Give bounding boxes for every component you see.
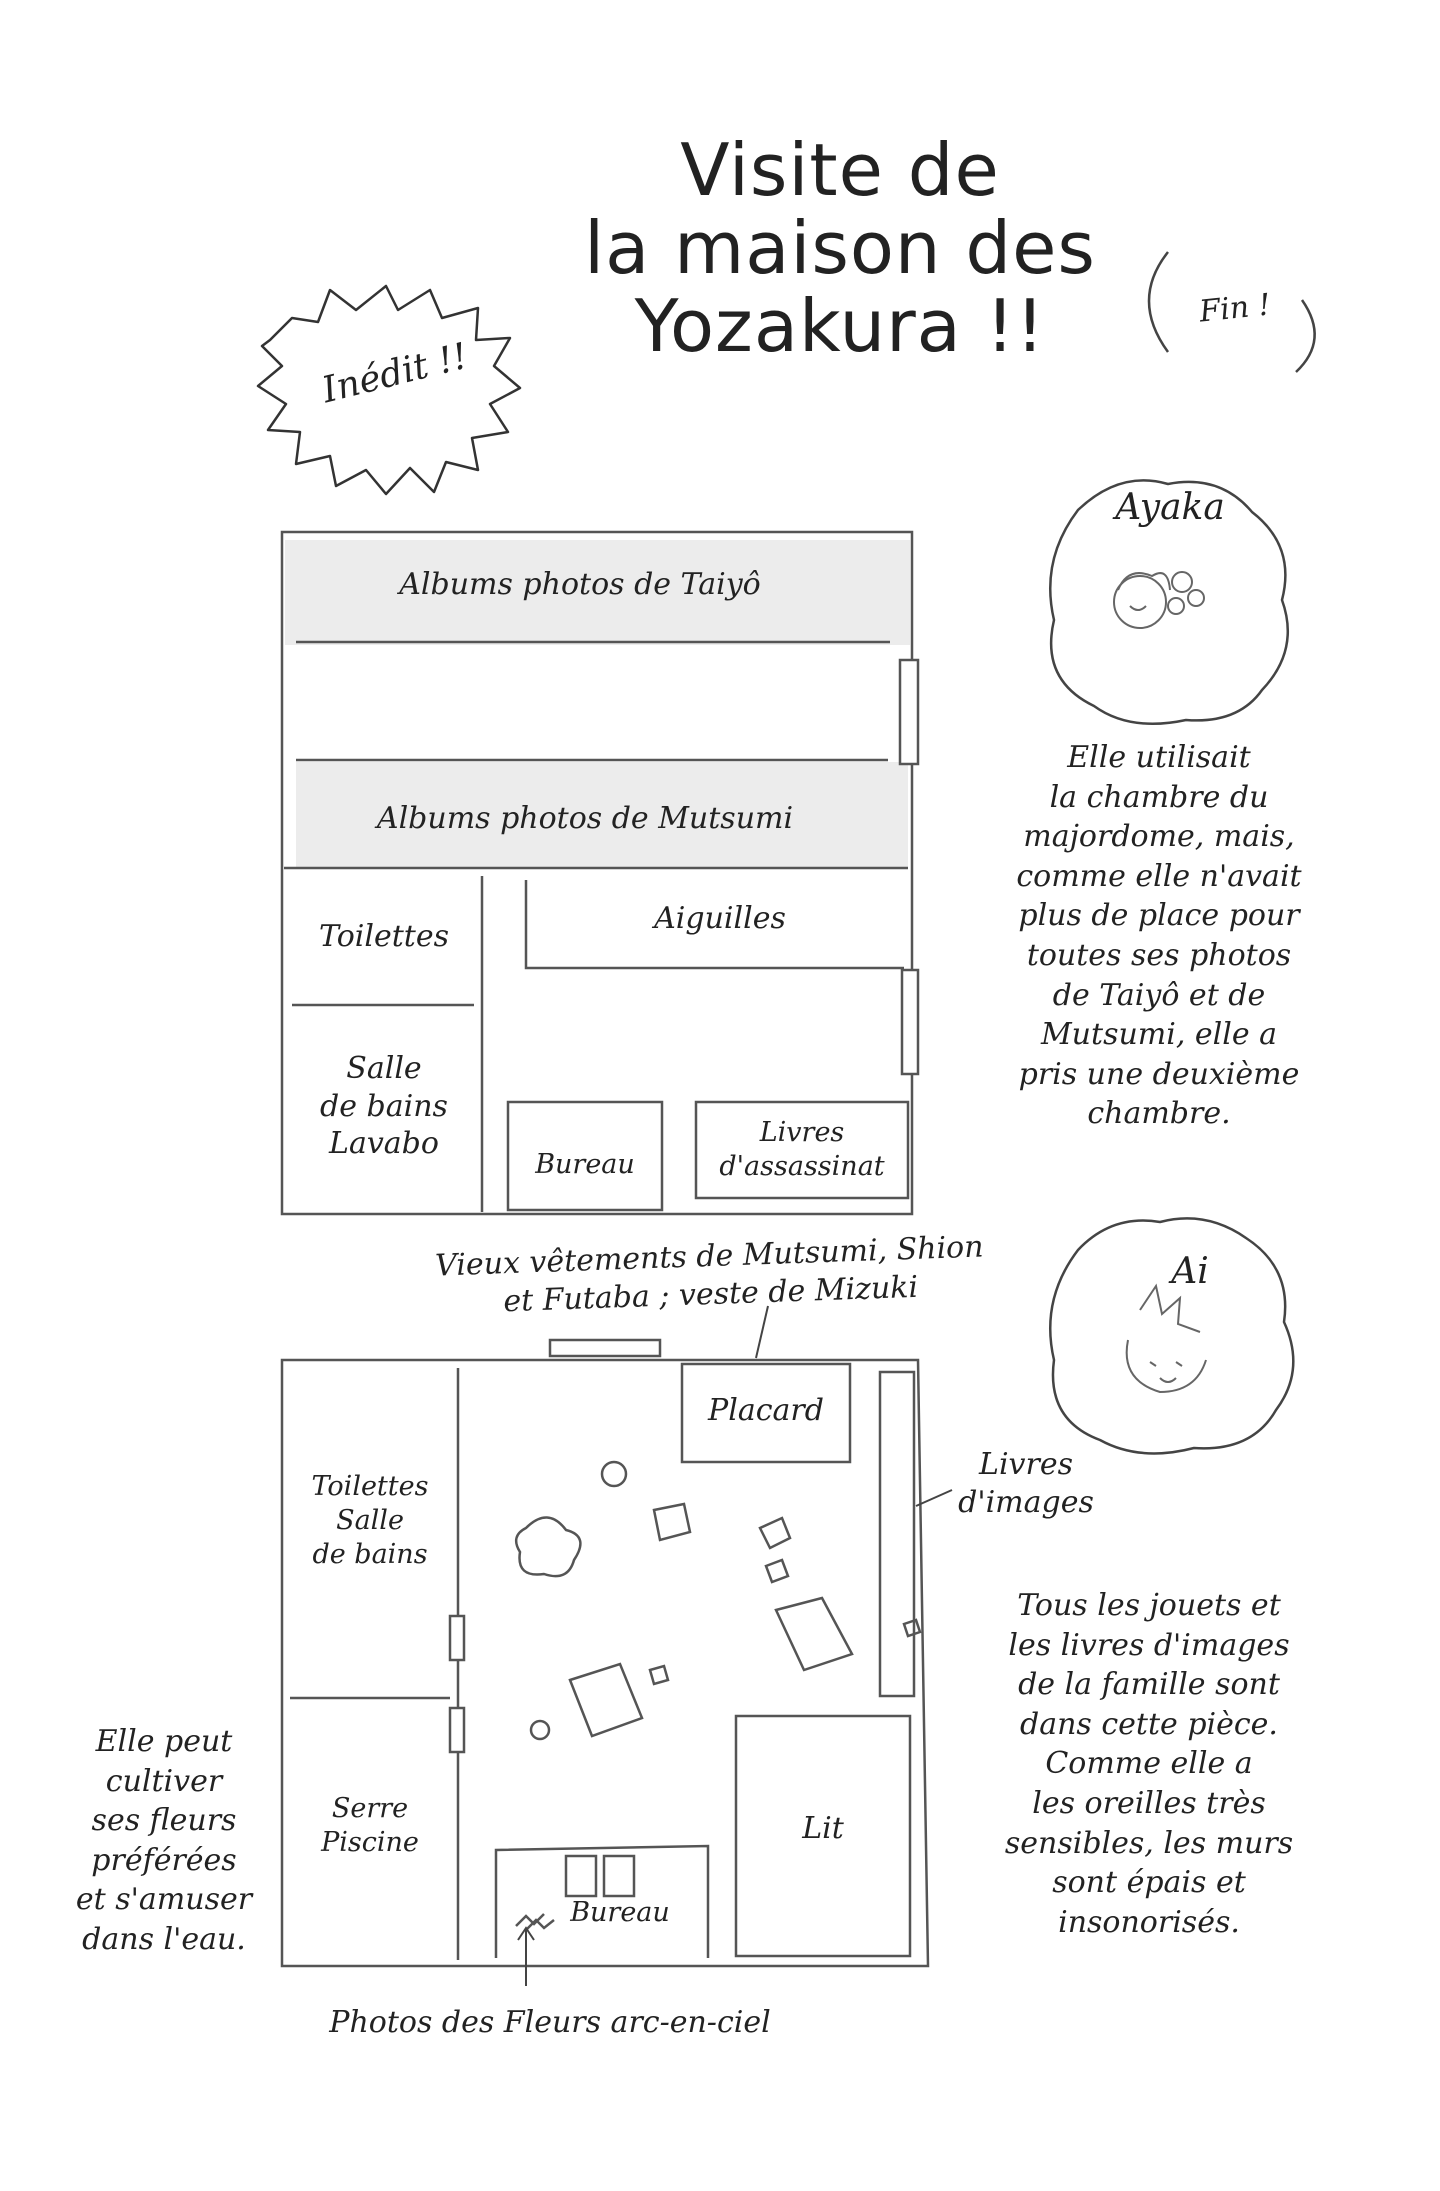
ai-top-window (548, 1338, 662, 1358)
room-albums-taiyo: Albums photos de Taiyô (399, 567, 761, 602)
ai-desk-photo-1 (564, 1854, 598, 1898)
ai-bed (734, 1714, 912, 1958)
ayaka-desk (506, 1100, 664, 1212)
room-aiguilles: Aiguilles (654, 901, 786, 936)
ai-books-note: Livres d'images (958, 1447, 1094, 1520)
ayaka-door-1 (898, 658, 920, 766)
room-lit: Lit (802, 1811, 844, 1846)
ai-door-2 (448, 1706, 466, 1754)
ayaka-name: Ayaka (1115, 487, 1225, 528)
room-bureau-ai: Bureau (570, 1897, 670, 1928)
room-albums-mutsumi: Albums photos de Mutsumi (376, 801, 794, 836)
room-placard: Placard (708, 1393, 824, 1428)
ai-description: Tous les jouets et les livres d'images d… (1004, 1588, 1294, 1940)
ai-photos-note: Photos des Fleurs arc-en-ciel (329, 2005, 771, 2040)
ayaka-description: Elle utilisait la chambre du majordome, … (1016, 740, 1302, 1132)
ayaka-cloud (1048, 479, 1289, 726)
ayaka-mid-shade (296, 762, 908, 867)
room-toilettes-ayaka: Toilettes (319, 919, 449, 954)
room-bureau-ayaka: Bureau (535, 1149, 635, 1180)
page-title: Visite de la maison des Yozakura !! (584, 128, 1096, 368)
room-serre-piscine: Serre Piscine (321, 1793, 419, 1858)
ayaka-books-shelf (694, 1100, 910, 1200)
ai-garden-note: Elle peut cultiver ses fleurs préférées … (75, 1724, 253, 1957)
clothes-leader (755, 1305, 769, 1359)
fin-paren-right (1295, 299, 1316, 373)
room-salle-de-bains-ayaka: Salle de bains Lavabo (320, 1051, 448, 1161)
ai-name: Ai (1171, 1251, 1209, 1292)
ai-outer-wall (280, 1358, 930, 1968)
books-leader (915, 1489, 953, 1507)
fin-paren-left (1147, 251, 1170, 353)
ai-bookshelf (878, 1370, 916, 1698)
ai-desk-photo-2 (602, 1854, 636, 1898)
badge-starburst (256, 284, 522, 496)
ayaka-floor-plan (280, 530, 920, 1216)
ayaka-face (1113, 571, 1205, 629)
room-toilettes-ai: Toilettes Salle de bains (311, 1471, 429, 1570)
ai-face (1125, 1283, 1207, 1394)
ai-door-1 (448, 1614, 466, 1662)
room-livres-assassinat: Livres d'assassinat (719, 1117, 885, 1182)
ayaka-top-shade (285, 540, 910, 645)
ai-desk (494, 1844, 710, 1958)
ayaka-outer-wall (280, 530, 914, 1216)
ai-cloud (1048, 1217, 1295, 1455)
ai-floor-plan (280, 1338, 930, 1968)
leader-lines (517, 1305, 953, 1986)
ai-closet (680, 1362, 852, 1464)
ayaka-door-2 (900, 968, 920, 1076)
